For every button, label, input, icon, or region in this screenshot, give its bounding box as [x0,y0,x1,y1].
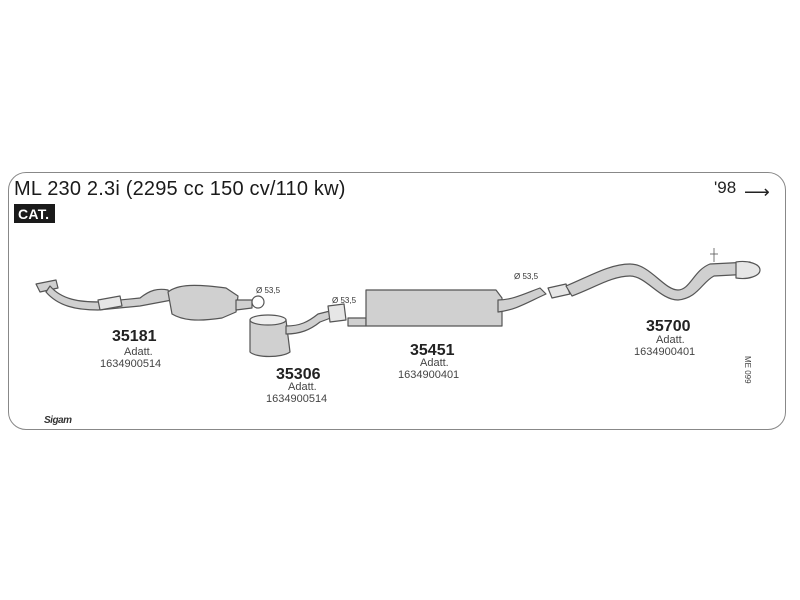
tail-pipe-35700 [547,260,761,301]
part-number: 35700 [646,318,691,335]
diameter-label-1: Ø 53,5 [256,286,281,295]
mid-pipe-35306 [249,303,347,358]
adapter-code: 1634900514 [266,393,328,405]
front-pipe-35181 [35,279,265,321]
adapter-label: Adatt. [124,346,153,358]
adapter-label: Adatt. [420,357,449,369]
diagram-code: ME 099 [743,356,752,384]
adapter-code: 1634900514 [100,358,162,370]
diameter-label-3: Ø 53,5 [514,272,539,281]
adapter-label: Adatt. [288,381,317,393]
cat-badge: CAT. [14,204,56,223]
part-number: 35181 [112,328,157,345]
adapter-code: 1634900401 [634,346,696,358]
adapter-code: 1634900401 [398,369,460,381]
brand-logo: Sigam [44,415,72,426]
part-number: 35306 [276,366,321,383]
part-number: 35451 [410,342,455,359]
silencer-35451 [347,287,547,327]
adapter-label: Adatt. [656,334,685,346]
model-year: '98 [714,178,737,197]
diameter-label-2: Ø 53,5 [332,296,357,305]
right-arrow-icon: ⟶ [744,182,770,202]
vehicle-title: ML 230 2.3i (2295 cc 150 cv/110 kw) [14,178,346,200]
